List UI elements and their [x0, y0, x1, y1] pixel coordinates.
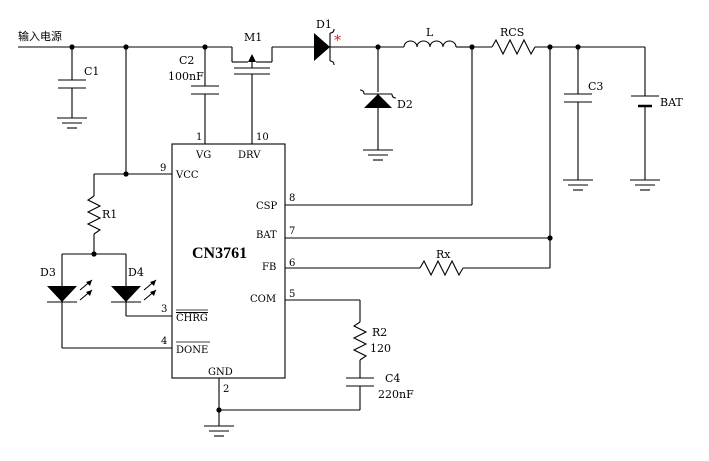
- pin-bat-label: BAT: [256, 230, 277, 241]
- pin-vg-num: 1: [196, 132, 202, 143]
- pin-bat-num: 7: [289, 226, 295, 237]
- ic-cn3761: [171, 143, 286, 379]
- pin-fb-num: 6: [289, 258, 295, 269]
- capacitor-c3: [562, 47, 594, 191]
- c1-label: C1: [84, 65, 99, 78]
- pin-com-num: 5: [289, 289, 295, 300]
- input-rail: [18, 44, 232, 50]
- ic-ground: [203, 378, 235, 437]
- r2-value: 120: [370, 342, 391, 355]
- c4-label: C4: [385, 372, 400, 385]
- csp-wire: [285, 47, 473, 206]
- capacitor-c4: [219, 377, 374, 411]
- resistor-r1: [62, 174, 126, 257]
- rx-label: Rx: [436, 248, 451, 261]
- c4-value: 220nF: [378, 388, 414, 401]
- inductor-l: [403, 40, 475, 50]
- pin-chrg-label: CHRG: [176, 313, 208, 324]
- l-label: L: [426, 26, 434, 39]
- r1-label: R1: [102, 208, 117, 221]
- r2-label: R2: [372, 326, 387, 339]
- pin-done-num: 4: [161, 336, 167, 347]
- pin-fb-label: FB: [262, 262, 276, 273]
- pin-drv-num: 10: [256, 132, 269, 143]
- pin-gnd-num: 2: [223, 384, 229, 395]
- mosfet-m1: [231, 46, 318, 144]
- pin-gnd-label: GND: [208, 367, 233, 378]
- pin-csp-num: 8: [289, 193, 295, 204]
- bat-wire: [285, 47, 553, 268]
- d1-mark: *: [334, 33, 341, 49]
- c2-label: C2: [179, 54, 194, 67]
- vcc-wire: [94, 47, 172, 177]
- c3-label: C3: [588, 80, 603, 93]
- rcs-label: RCS: [500, 26, 524, 39]
- bat-label: BAT: [660, 96, 683, 109]
- battery-bat: [629, 47, 661, 191]
- diode-d2: [359, 47, 397, 161]
- d3-label: D3: [40, 266, 56, 279]
- led-d4: [111, 254, 172, 317]
- capacitor-c1: [56, 47, 88, 129]
- c2-value: 100nF: [168, 70, 204, 83]
- ic-name: CN3761: [192, 245, 247, 262]
- d4-label: D4: [128, 266, 144, 279]
- pin-vcc-label: VCC: [175, 170, 199, 181]
- pin-vcc-num: 9: [160, 163, 166, 174]
- pin-com-label: COM: [250, 294, 276, 305]
- input-power-label: 输入电源: [18, 29, 62, 43]
- resistor-rcs: [472, 38, 645, 56]
- pin-chrg-num: 3: [161, 304, 167, 315]
- diode-d1: [314, 28, 404, 66]
- pin-done-label: DONE: [176, 345, 208, 356]
- resistor-r2: [285, 299, 368, 378]
- d1-label: D1: [316, 18, 332, 31]
- resistor-rx: [285, 259, 550, 277]
- pin-vg-label: VG: [195, 150, 211, 161]
- d2-label: D2: [397, 98, 413, 111]
- m1-label: M1: [244, 31, 262, 44]
- pin-csp-label: CSP: [256, 201, 278, 212]
- capacitor-c2: [191, 47, 219, 144]
- pin-drv-label: DRV: [238, 150, 261, 161]
- led-d3: [47, 254, 172, 349]
